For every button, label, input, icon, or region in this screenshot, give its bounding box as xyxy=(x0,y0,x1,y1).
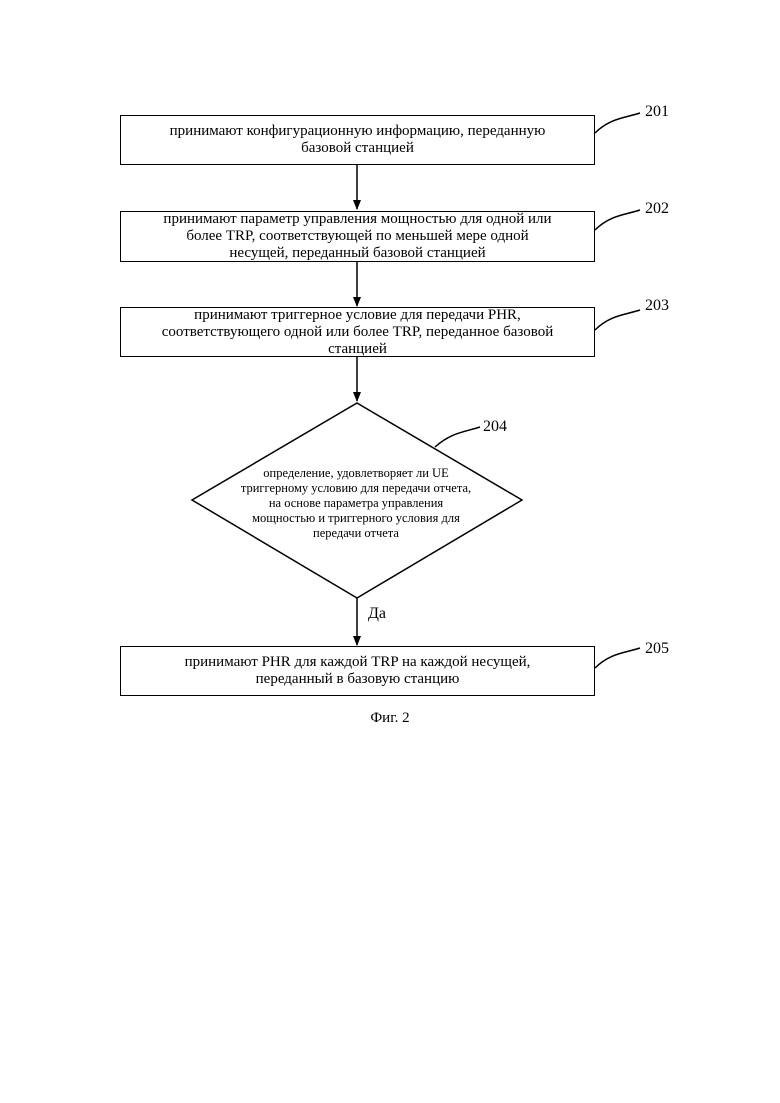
step-201-line-2: базовой станцией xyxy=(301,140,414,157)
leader-203 xyxy=(595,310,640,330)
ref-202: 202 xyxy=(645,200,669,218)
step-204-line-2: триггерному условию для передачи отчета, xyxy=(212,481,500,496)
step-202-line-2: более TRP, соответствующей по меньшей ме… xyxy=(186,228,528,245)
step-201-line-1: принимают конфигурационную информацию, п… xyxy=(170,123,546,140)
step-204-line-4: мощностью и триггерного условия для xyxy=(212,511,500,526)
yes-label: Да xyxy=(368,605,386,623)
ref-201: 201 xyxy=(645,103,669,121)
leader-205 xyxy=(595,648,640,668)
step-203-line-1: принимают триггерное условие для передач… xyxy=(194,307,521,324)
ref-203: 203 xyxy=(645,297,669,315)
figure-caption: Фиг. 2 xyxy=(0,709,780,727)
step-204-text: определение, удовлетворяет ли UE триггер… xyxy=(212,466,500,541)
step-205-box: принимают PHR для каждой TRP на каждой н… xyxy=(120,646,595,696)
step-202-line-3: несущей, переданный базовой станцией xyxy=(229,245,485,262)
leader-204 xyxy=(435,427,480,447)
step-205-line-1: принимают PHR для каждой TRP на каждой н… xyxy=(185,654,531,671)
step-205-line-2: переданный в базовую станцию xyxy=(256,671,460,688)
step-202-box: принимают параметр управления мощностью … xyxy=(120,211,595,262)
ref-205: 205 xyxy=(645,640,669,658)
leader-201 xyxy=(595,113,640,133)
step-201-box: принимают конфигурационную информацию, п… xyxy=(120,115,595,165)
step-203-line-2: соответствующего одной или более TRP, пе… xyxy=(162,324,553,341)
leader-202 xyxy=(595,210,640,230)
step-203-line-3: станцией xyxy=(328,341,387,358)
step-204-line-5: передачи отчета xyxy=(212,526,500,541)
step-203-box: принимают триггерное условие для передач… xyxy=(120,307,595,357)
step-202-line-1: принимают параметр управления мощностью … xyxy=(163,211,551,228)
step-204-line-3: на основе параметра управления xyxy=(212,496,500,511)
ref-204: 204 xyxy=(483,418,507,436)
step-204-line-1: определение, удовлетворяет ли UE xyxy=(212,466,500,481)
